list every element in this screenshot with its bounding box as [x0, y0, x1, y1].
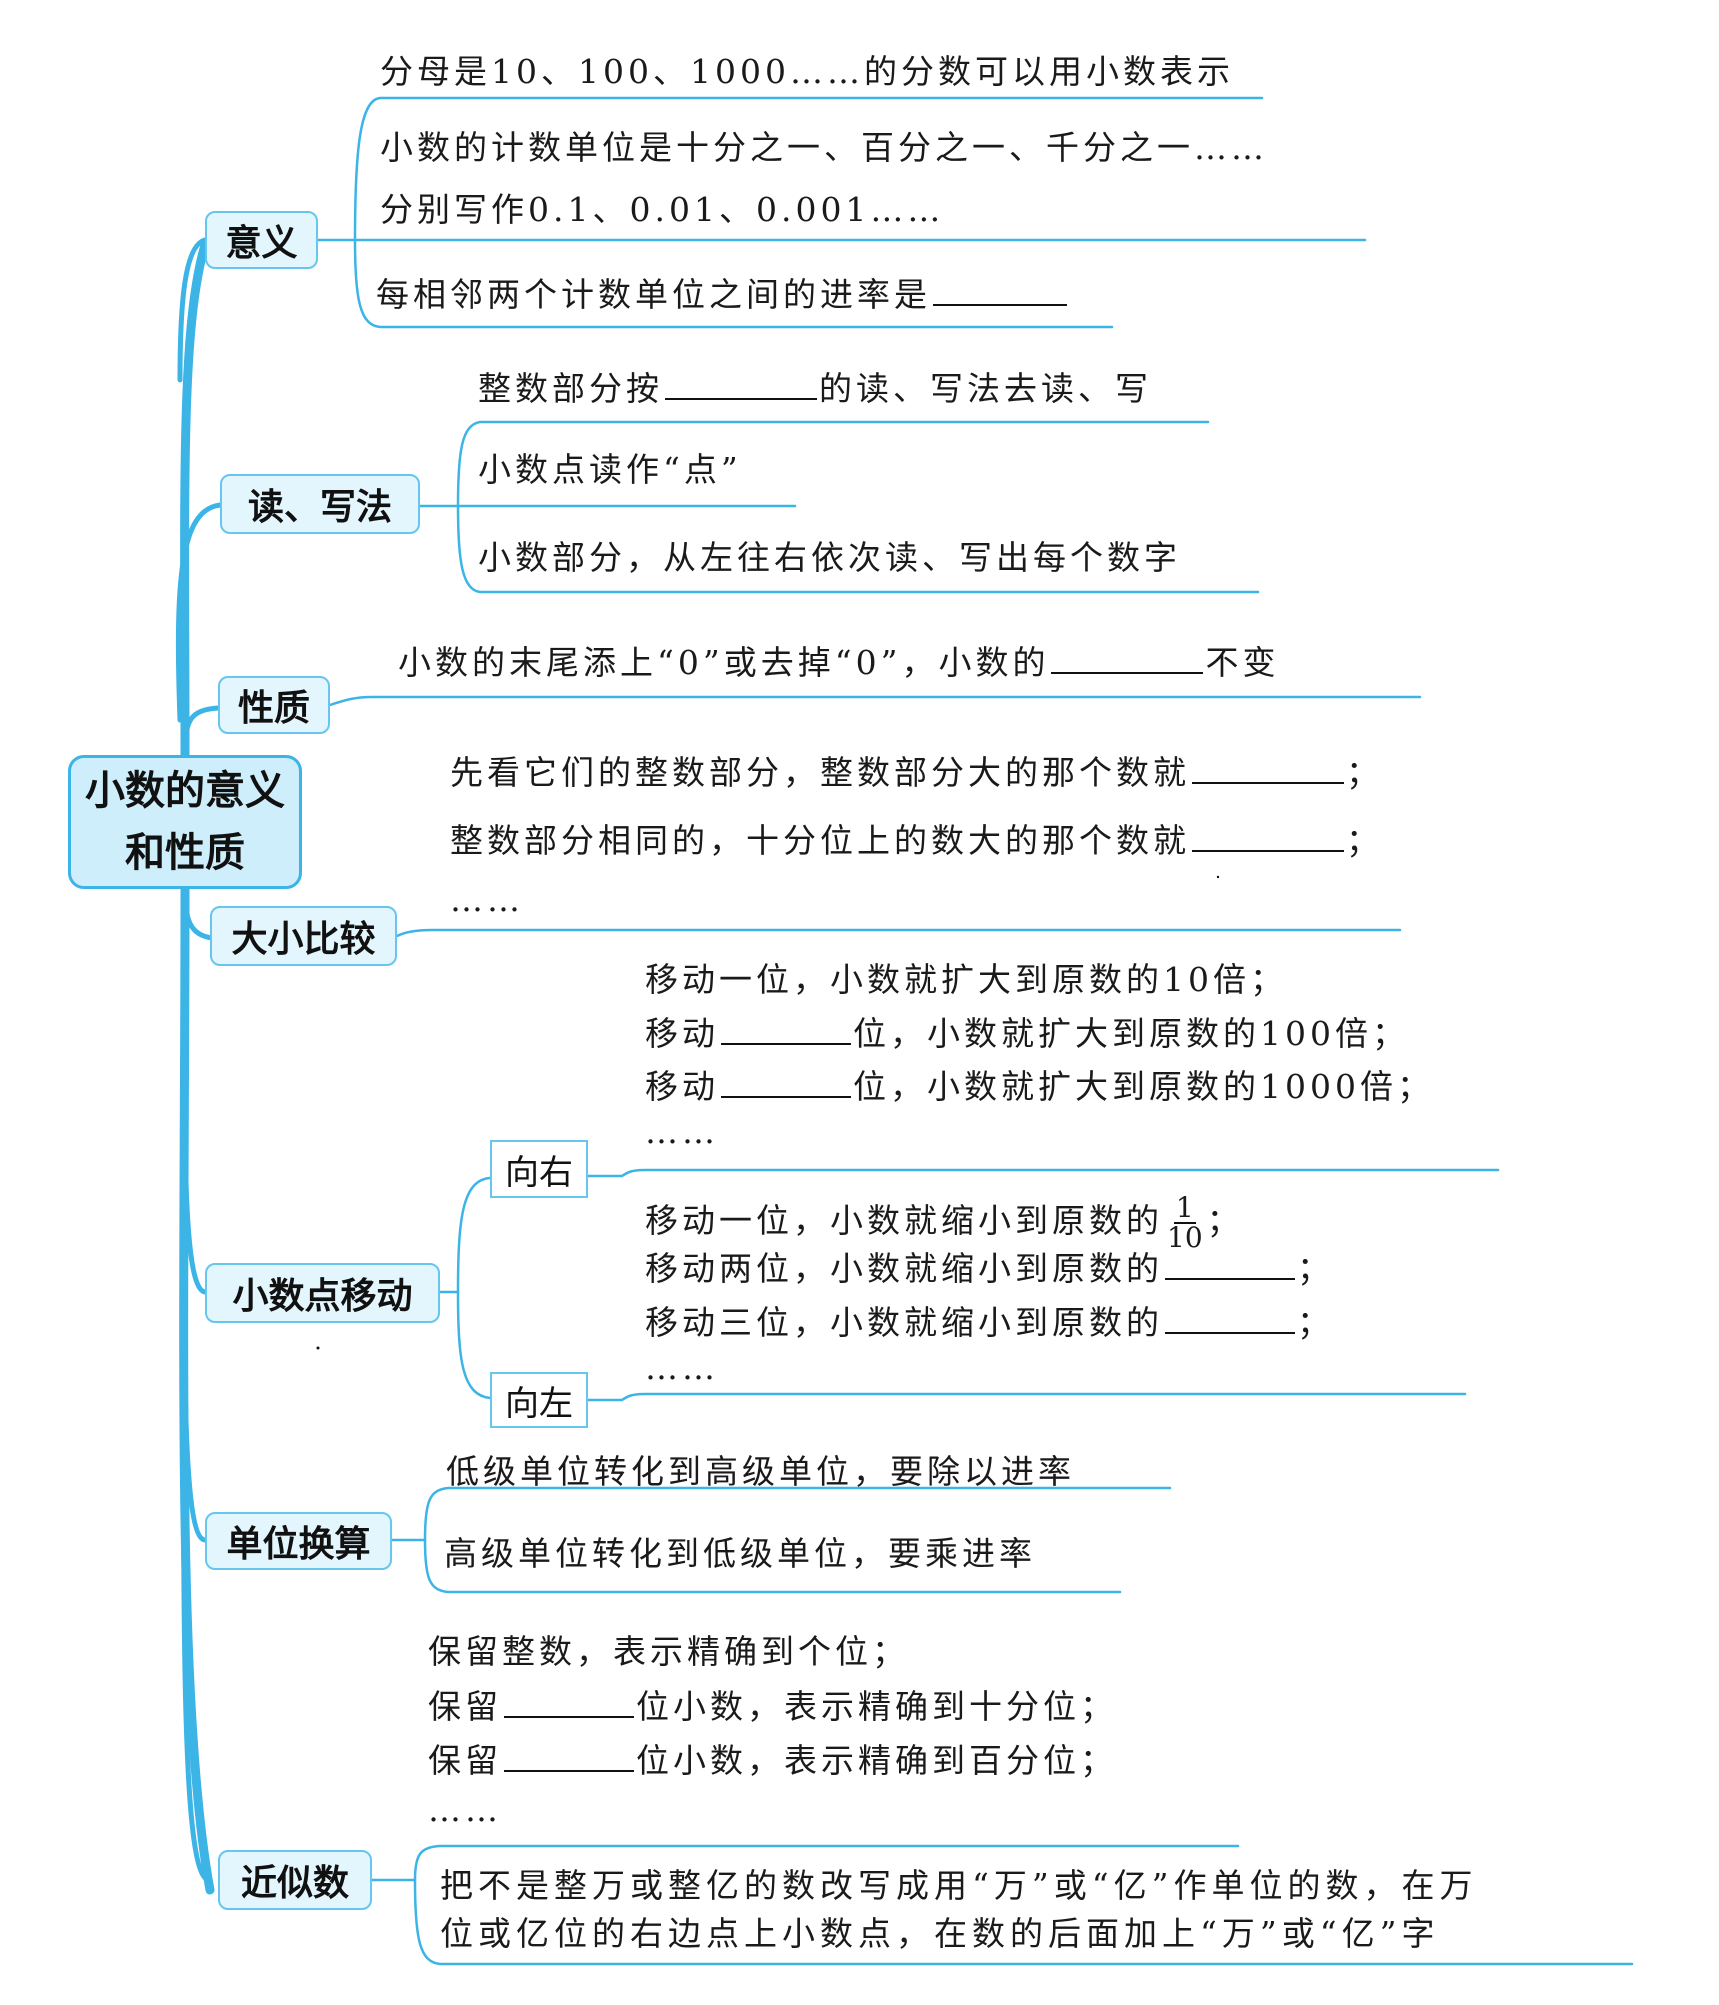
readwrite-text-1: 整数部分按 的读、写法去读、写 [478, 368, 1152, 409]
approx-ellipsis: …… [428, 1790, 502, 1829]
move-left-line-3: 移动三位，小数就缩小到原数的 ； [645, 1302, 1334, 1343]
node-property-label: 性质 [237, 688, 310, 729]
readwrite-text-1b: 的读、写法去读、写 [819, 369, 1152, 408]
branch-line [182, 705, 221, 758]
node-compare-label: 大小比较 [231, 919, 376, 960]
meaning-text-2: 小数的计数单位是十分之一、百分之一、千分之一…… [380, 128, 1268, 167]
move-right-line-3b: 位，小数就扩大到原数的1000倍； [853, 1067, 1434, 1106]
compare-semicolon: ； [1346, 753, 1383, 792]
approx-text-4a: 把不是整万或整亿的数改写成用“万”或“亿”作单位的数，在万 [440, 1866, 1478, 1905]
move-left-semicolon: ； [1297, 1303, 1334, 1342]
compare-text-1-label: 先看它们的整数部分，整数部分大的那个数就 [450, 753, 1190, 792]
node-move-left: 向左 [490, 1372, 588, 1428]
root-node: 小数的意义 和性质 [68, 755, 302, 889]
node-move-left-label: 向左 [505, 1383, 573, 1424]
branch-line [175, 502, 223, 723]
compare-text-2: 整数部分相同的，十分位上的数大的那个数就 ； [450, 820, 1383, 861]
property-text: 小数的末尾添上“0”或去掉“0”，小数的 不变 [398, 642, 1279, 683]
move-left-line-1b: ； [1206, 1201, 1244, 1240]
move-right-line-3a: 移动 [645, 1067, 719, 1106]
answer-blank [665, 368, 817, 400]
move-right-ellipsis: …… [645, 1112, 719, 1151]
approx-text-4b: 位或亿位的右边点上小数点，在数的后面加上“万”或“亿”字 [440, 1914, 1440, 1953]
move-left-line-3-label: 移动三位，小数就缩小到原数的 [645, 1303, 1163, 1342]
answer-blank [504, 1686, 634, 1718]
approx-line-3: 保留 位小数，表示精确到百分位； [428, 1740, 1117, 1781]
meaning-text-3: 分别写作0.1、0.01、0.001…… [380, 190, 945, 229]
approx-line-3b: 位小数，表示精确到百分位； [636, 1741, 1117, 1780]
answer-blank [933, 274, 1067, 306]
move-right-line-1: 移动一位，小数就扩大到原数的10倍； [645, 960, 1287, 999]
approx-line-2: 保留 位小数，表示精确到十分位； [428, 1686, 1117, 1727]
node-approximate: 近似数 [218, 1850, 372, 1910]
move-left-line-1a: 移动一位，小数就缩小到原数的 [645, 1201, 1163, 1240]
answer-blank [1192, 752, 1344, 784]
readwrite-text-3: 小数部分，从左往右依次读、写出每个数字 [478, 538, 1181, 577]
node-read-write-label: 读、写法 [247, 487, 392, 528]
answer-blank [504, 1740, 634, 1772]
node-compare: 大小比较 [210, 906, 397, 966]
compare-semicolon: ； [1346, 821, 1383, 860]
unit-text-1: 低级单位转化到高级单位，要除以进率 [446, 1452, 1075, 1491]
answer-blank [1165, 1248, 1295, 1280]
approx-line-3a: 保留 [428, 1741, 502, 1780]
node-property: 性质 [218, 676, 330, 734]
fraction-numerator: 1 [1173, 1191, 1196, 1224]
move-left-line-2: 移动两位，小数就缩小到原数的 ； [645, 1248, 1334, 1289]
node-unit-conversion: 单位换算 [205, 1512, 392, 1570]
move-left-line-2-label: 移动两位，小数就缩小到原数的 [645, 1249, 1163, 1288]
root-title-line2: 和性质 [125, 830, 245, 876]
property-text-b: 不变 [1205, 643, 1280, 682]
property-text-a: 小数的末尾添上“0”或去掉“0”，小数的 [398, 643, 1050, 682]
compare-text-2-label: 整数部分相同的，十分位上的数大的那个数就 [450, 821, 1190, 860]
node-unit-conversion-label: 单位换算 [226, 1524, 371, 1565]
readwrite-text-1a: 整数部分按 [478, 369, 663, 408]
move-right-line-2: 移动 位，小数就扩大到原数的100倍； [645, 1013, 1409, 1054]
node-move-right-label: 向右 [505, 1152, 573, 1193]
readwrite-text-2: 小数点读作“点” [478, 450, 742, 489]
answer-blank [1192, 820, 1344, 852]
move-right-line-2b: 位，小数就扩大到原数的100倍； [853, 1014, 1409, 1053]
node-decimal-move-label: 小数点移动 [232, 1276, 413, 1317]
meaning-text-4: 每相邻两个计数单位之间的进率是 [376, 274, 1069, 315]
fraction-denominator: 10 [1167, 1221, 1203, 1254]
unit-text-2: 高级单位转化到低级单位，要乘进率 [444, 1534, 1036, 1573]
meaning-text-4-label: 每相邻两个计数单位之间的进率是 [376, 275, 931, 314]
branch-line [177, 237, 208, 383]
approx-line-2b: 位小数，表示精确到十分位； [636, 1687, 1117, 1726]
root-title-line1: 小数的意义 [85, 768, 285, 814]
approx-line-2a: 保留 [428, 1687, 502, 1726]
approx-line-1: 保留整数，表示精确到个位； [428, 1632, 909, 1671]
branch-line [181, 886, 211, 1883]
node-approximate-label: 近似数 [240, 1863, 349, 1904]
meaning-text-1: 分母是10、100、1000……的分数可以用小数表示 [380, 52, 1234, 91]
answer-blank [721, 1013, 851, 1045]
trunk-line [180, 240, 210, 760]
node-read-write: 读、写法 [220, 474, 420, 534]
answer-blank [1051, 642, 1204, 674]
move-left-semicolon: ； [1297, 1249, 1334, 1288]
node-move-right: 向右 [490, 1140, 588, 1198]
move-right-line-3: 移动 位，小数就扩大到原数的1000倍； [645, 1066, 1434, 1107]
move-right-line-2a: 移动 [645, 1014, 719, 1053]
node-meaning: 意义 [205, 211, 318, 269]
move-left-ellipsis: …… [645, 1348, 719, 1387]
compare-text-1: 先看它们的整数部分，整数部分大的那个数就 ； [450, 752, 1383, 793]
answer-blank [1165, 1302, 1295, 1334]
node-meaning-label: 意义 [225, 223, 298, 264]
answer-blank [721, 1066, 851, 1098]
node-decimal-move: 小数点移动 [205, 1263, 440, 1323]
compare-ellipsis: …… [450, 880, 524, 919]
